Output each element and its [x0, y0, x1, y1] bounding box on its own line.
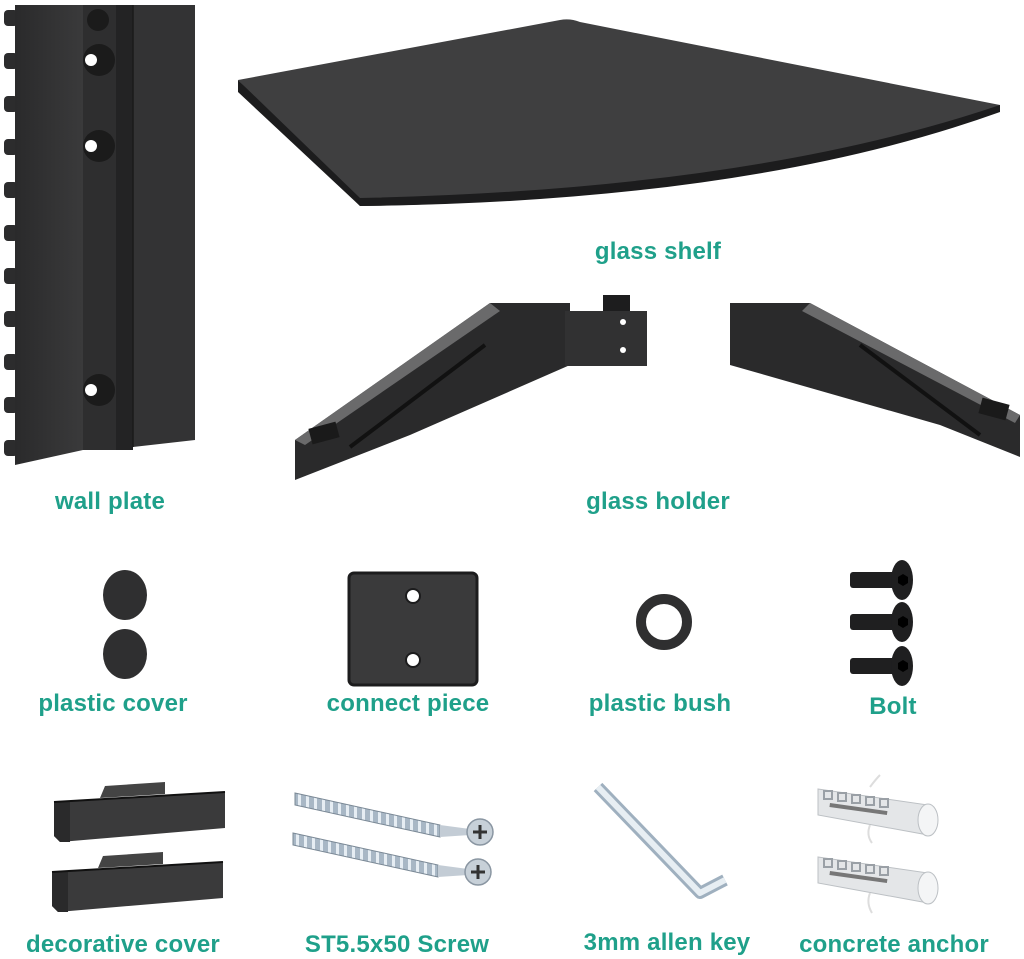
plastic-cover-icon [103, 570, 147, 679]
label-decorative-cover: decorative cover [26, 931, 220, 958]
glass-shelf-icon [238, 19, 1000, 207]
glass-holder-icon [295, 295, 1020, 480]
label-plastic-cover: plastic cover [38, 690, 188, 717]
part-concrete-anchors [810, 774, 945, 915]
label-glass-shelf: glass shelf [594, 238, 722, 265]
part-wall-plate [0, 0, 200, 470]
allen-key-icon [593, 782, 728, 899]
bolt-icon [850, 560, 913, 686]
label-glass-holder: glass holder [586, 488, 730, 515]
label-connect-piece: connect piece [326, 690, 490, 717]
label-bolt: Bolt [869, 693, 917, 720]
plastic-bush-icon [636, 594, 692, 650]
part-decorative-cover [50, 780, 230, 912]
part-bolts [846, 560, 916, 690]
label-concrete-anchor: concrete anchor [799, 931, 989, 958]
part-plastic-bush [634, 592, 694, 652]
wall-plate-icon [4, 5, 195, 465]
part-allen-key [590, 775, 740, 910]
decorative-cover-icon [51, 782, 226, 912]
part-glass-holder [290, 285, 1024, 485]
label-allen-key: 3mm allen key [583, 929, 751, 956]
label-screw: ST5.5x50 Screw [304, 931, 490, 958]
screw-icon [292, 792, 494, 886]
part-screws [290, 785, 500, 895]
label-wall-plate: wall plate [54, 488, 166, 515]
part-glass-shelf [230, 10, 1024, 220]
label-plastic-bush: plastic bush [588, 690, 732, 717]
part-plastic-cover [100, 568, 150, 683]
concrete-anchor-icon [817, 774, 939, 914]
part-connect-piece [345, 570, 480, 688]
connect-piece-icon [347, 571, 479, 687]
